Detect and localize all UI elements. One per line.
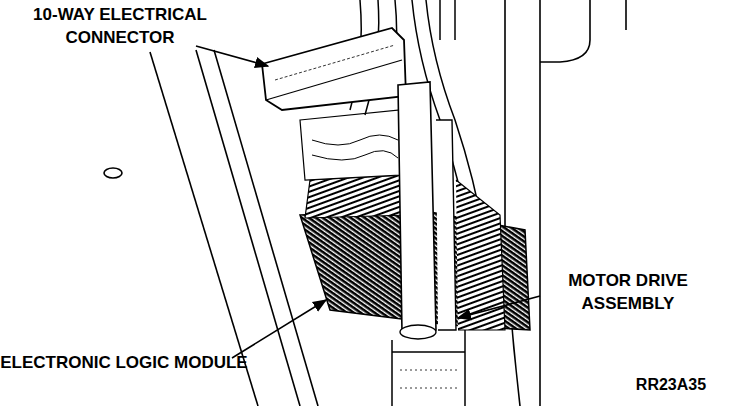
part-label: 10-WAY ELECTRICAL CONNECTOR (0, 4, 240, 50)
door-panel (104, 0, 626, 406)
motor-drive (392, 82, 505, 406)
figure-code: RR23A35 (612, 374, 730, 396)
part-label: ELECTRONIC LOGIC MODULE (0, 352, 248, 375)
connector-body (262, 28, 406, 110)
leader-line (196, 46, 540, 358)
part-label: MOTOR DRIVE ASSEMBLY (540, 270, 716, 316)
